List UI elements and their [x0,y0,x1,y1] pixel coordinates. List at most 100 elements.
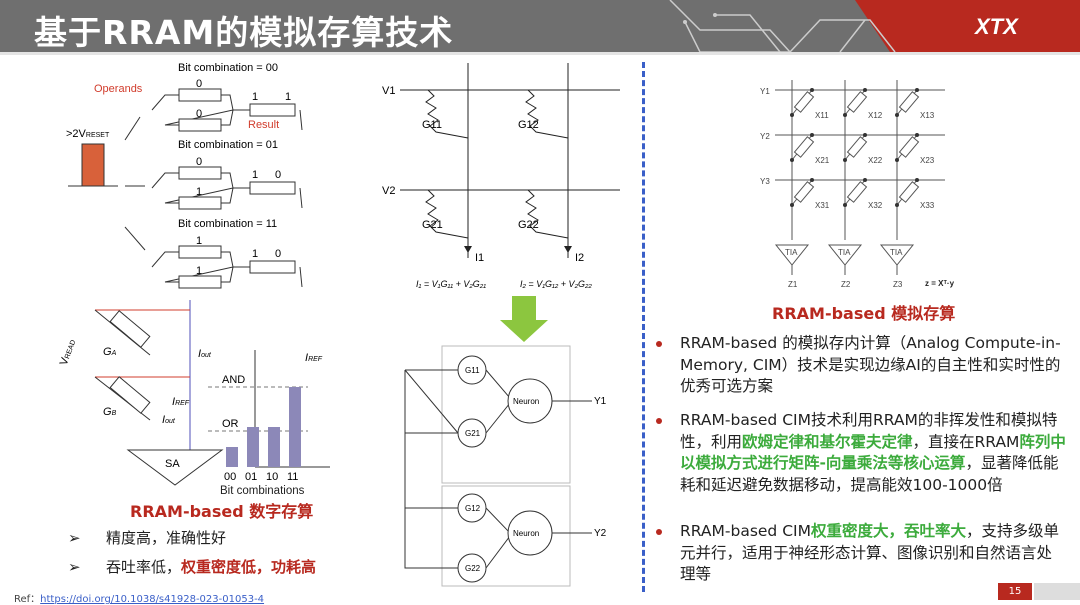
rram-cell [790,133,815,162]
svg-text:Operands: Operands [94,83,143,95]
svg-text:11: 11 [287,471,298,483]
rram-cell [895,178,920,207]
svg-text:1: 1 [196,265,202,277]
svg-text:GA: GA [103,346,117,358]
svg-text:X31: X31 [815,201,830,210]
digital-bullet-2: ➢吞吐率低，权重密度低，功耗高 [68,558,317,576]
svg-text:I2: I2 [575,252,584,264]
rram-cell [790,178,815,207]
svg-text:I₁ = V₁G₁₁ + V₂G₂₁: I₁ = V₁G₁₁ + V₂G₂₁ [416,279,486,289]
svg-text:1: 1 [252,169,258,181]
bullet-dot-icon [656,341,662,347]
svg-text:Y1: Y1 [594,396,607,407]
svg-text:>2VRESET: >2VRESET [66,128,110,140]
header-decoration: XTX [669,0,1080,52]
svg-text:Y2: Y2 [760,132,770,141]
rram-cell [895,133,920,162]
rram-cell [790,88,815,117]
svg-text:1: 1 [196,186,202,198]
svg-text:X12: X12 [868,111,883,120]
svg-text:Y2: Y2 [594,528,607,539]
svg-text:Bit combination = 00: Bit combination = 00 [178,62,278,74]
svg-text:G12: G12 [465,504,481,513]
svg-text:AND: AND [222,374,245,386]
analog-caption: RRAM-based 模拟存算 [772,304,956,323]
digital-bullet-1: ➢精度高，准确性好 [68,529,227,547]
svg-text:GB: GB [103,406,117,418]
svg-text:Result: Result [248,119,279,131]
svg-text:Bit combination = 01: Bit combination = 01 [178,139,278,151]
section-divider [642,62,645,592]
svg-text:G11: G11 [422,119,442,131]
header-bar: 基于RRAM的模拟存算技术 XTX [0,0,1080,52]
svg-text:1: 1 [252,91,258,103]
reference-link[interactable]: https://doi.org/10.1038/s41928-023-01053… [40,594,265,605]
right-bullet-1: RRAM-based 的模拟存内计算（Analog Compute-in-Mem… [656,333,1066,398]
footer-bar [1034,583,1080,600]
page-number: 15 [998,583,1032,600]
svg-text:Y1: Y1 [760,87,770,96]
down-arrow-icon [500,296,548,342]
svg-text:G12: G12 [518,119,539,131]
svg-text:0: 0 [275,248,281,260]
bullet-dot-icon [656,529,662,535]
bar [247,427,259,467]
svg-text:10: 10 [266,471,278,483]
svg-text:Z2: Z2 [841,280,851,289]
bar [289,387,301,467]
page-title: 基于RRAM的模拟存算技术 [34,13,454,52]
svg-text:G22: G22 [465,564,481,573]
svg-text:Neuron: Neuron [513,529,539,538]
arrow-bullet-icon: ➢ [68,558,81,576]
svg-text:IREF: IREF [305,352,323,364]
chart-x-label: Bit combinations [220,485,305,497]
svg-text:Iout: Iout [198,348,212,360]
svg-text:1: 1 [252,248,258,260]
rram-cell [895,88,920,117]
arrow-bullet-icon: ➢ [68,529,81,547]
svg-text:Iout: Iout [162,414,176,426]
svg-text:IREF: IREF [172,396,190,408]
rram-cell [843,178,868,207]
svg-text:X13: X13 [920,111,935,120]
svg-text:TIA: TIA [838,248,851,257]
right-bullet-2: RRAM-based CIM技术利用RRAM的非挥发性和模拟特性，利用欧姆定律和… [656,410,1066,496]
svg-text:I1: I1 [475,252,484,264]
svg-text:Bit combination = 11: Bit combination = 11 [178,218,277,230]
rram-cell [843,88,868,117]
svg-text:G21: G21 [465,429,481,438]
svg-text:0: 0 [196,78,202,90]
digital-caption: RRAM-based 数字存算 [130,502,314,521]
svg-text:Z3: Z3 [893,280,903,289]
bar [226,447,238,467]
svg-text:X32: X32 [868,201,883,210]
bar [268,427,280,467]
svg-text:TIA: TIA [890,248,903,257]
svg-text:X22: X22 [868,156,883,165]
svg-text:X33: X33 [920,201,935,210]
svg-text:Neuron: Neuron [513,397,539,406]
svg-text:z = Xᵀ·y: z = Xᵀ·y [925,279,955,288]
svg-text:V1: V1 [382,85,395,97]
svg-text:G21: G21 [422,219,443,231]
svg-text:0: 0 [196,108,202,120]
svg-text:X11: X11 [815,111,829,120]
svg-text:VREAD: VREAD [58,338,78,367]
logo: XTX [973,14,1019,39]
header-underline [0,52,1080,55]
svg-text:X23: X23 [920,156,935,165]
svg-text:G11: G11 [465,366,480,375]
svg-text:V2: V2 [382,185,395,197]
svg-text:00: 00 [224,471,236,483]
svg-text:1: 1 [285,91,291,103]
svg-text:01: 01 [245,471,257,483]
svg-text:G22: G22 [518,219,539,231]
svg-text:X21: X21 [815,156,830,165]
rram-cell [843,133,868,162]
svg-text:0: 0 [275,169,281,181]
reference: Ref：https://doi.org/10.1038/s41928-023-0… [14,594,265,605]
svg-text:I₂ = V₁G₁₂ + V₂G₂₂: I₂ = V₁G₁₂ + V₂G₂₂ [520,279,592,289]
svg-text:Y3: Y3 [760,177,770,186]
svg-text:Z1: Z1 [788,280,798,289]
